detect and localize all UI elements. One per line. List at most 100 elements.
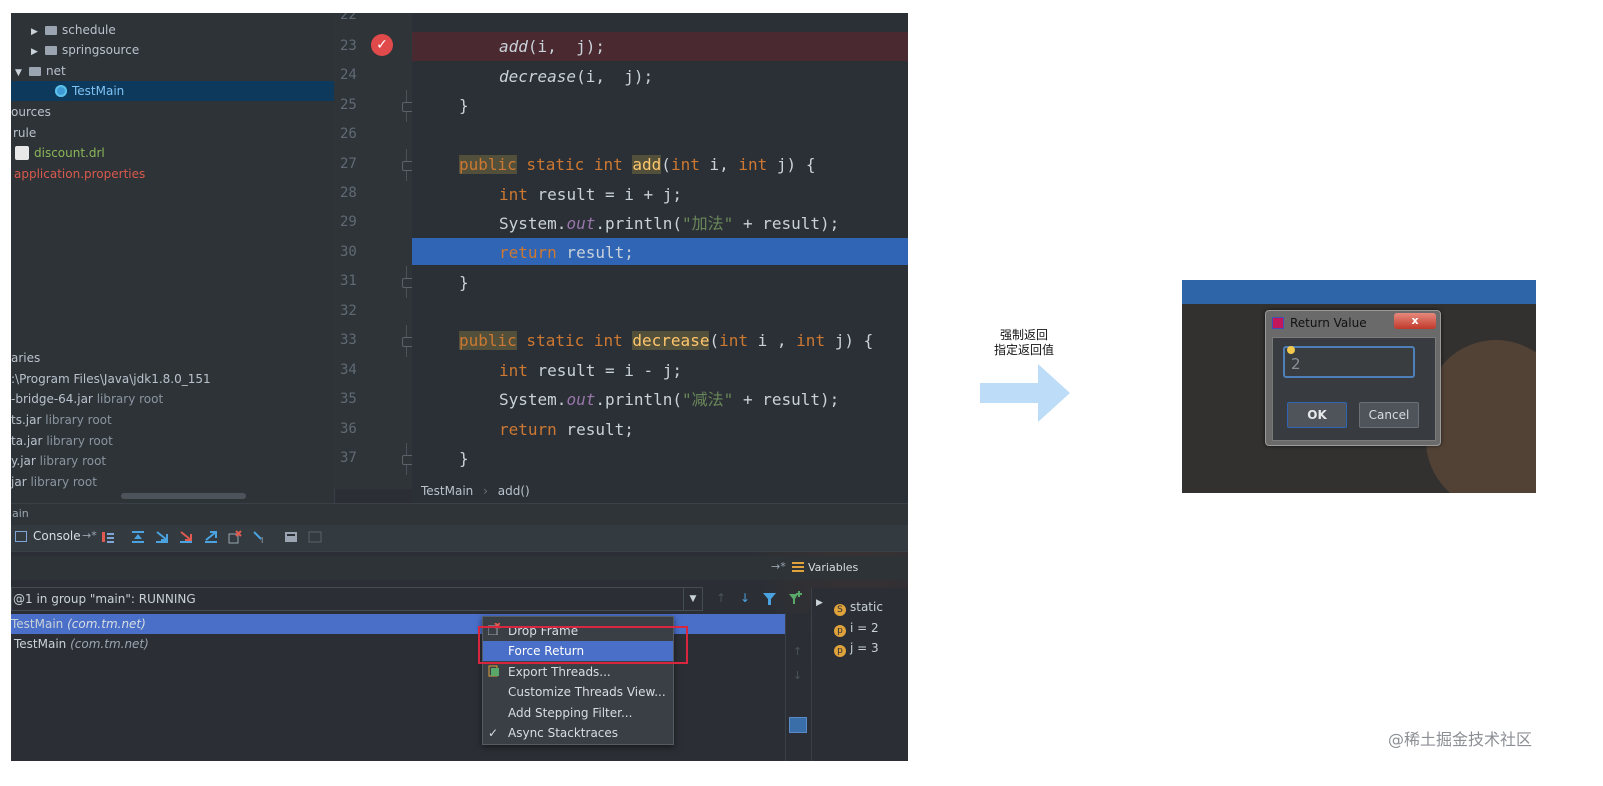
- export-icon: [488, 665, 499, 677]
- line-number: 30: [340, 244, 357, 260]
- close-button[interactable]: x: [1394, 313, 1436, 329]
- code-line-35: System.out.println("减法" + result);: [499, 390, 840, 409]
- chevron-right-icon[interactable]: ▶: [31, 27, 38, 37]
- static-icon: S: [834, 604, 846, 616]
- console-icon: [15, 531, 27, 542]
- parameter-icon: p: [834, 625, 846, 637]
- java-class-icon: [55, 85, 67, 97]
- folder-icon: [45, 26, 57, 35]
- line-number: 28: [340, 185, 357, 201]
- parameter-icon: p: [834, 645, 846, 657]
- breakpoint-icon[interactable]: ✓: [371, 34, 393, 56]
- ok-button[interactable]: OK: [1287, 402, 1347, 428]
- frames-side-toolbar: ↑ ↓: [785, 613, 810, 761]
- line-number: 35: [340, 391, 357, 407]
- tree-item-libraries[interactable]: aries: [11, 351, 41, 365]
- trace-icon[interactable]: [308, 530, 322, 544]
- return-value-screenshot: Return Value x 2 OK Cancel: [1182, 280, 1536, 493]
- chevron-down-icon[interactable]: ▼: [15, 68, 22, 78]
- restore-layout-icon[interactable]: [789, 717, 807, 733]
- pin-icon[interactable]: →*: [82, 529, 97, 542]
- chevron-right-icon[interactable]: ▶: [816, 598, 823, 608]
- line-number: 34: [340, 362, 357, 378]
- debug-header: ain: [11, 503, 908, 526]
- menu-item-force-return[interactable]: Force Return: [483, 641, 673, 661]
- code-line-23: add(i, j);: [499, 37, 605, 56]
- return-value-input[interactable]: 2: [1283, 346, 1415, 378]
- evaluate-expression-icon[interactable]: [284, 530, 298, 544]
- arrow-down-icon[interactable]: ↓: [793, 669, 803, 682]
- variables-icon: [792, 562, 804, 574]
- frame-row[interactable]: TestMain (com.tm.net): [14, 637, 149, 651]
- line-number: 25: [340, 97, 357, 113]
- tab-console[interactable]: Console: [33, 529, 81, 543]
- pin-icon[interactable]: →*: [771, 560, 786, 573]
- horizontal-scrollbar[interactable]: [121, 493, 246, 499]
- tree-item-net[interactable]: ▼net: [15, 61, 66, 81]
- tree-item-lib-ts[interactable]: ts.jar library root: [11, 413, 112, 427]
- dialog-title: Return Value: [1290, 316, 1367, 330]
- tree-item-jdk[interactable]: :\Program Files\Java\jdk1.8.0_151: [11, 372, 211, 386]
- run-to-cursor-icon[interactable]: I: [253, 530, 267, 544]
- debug-toolbar: Console →*: [11, 525, 908, 552]
- breadcrumb-separator-icon: ›: [483, 484, 488, 498]
- right-arrow-icon: [980, 364, 1070, 422]
- folder-icon: [29, 67, 41, 76]
- thread-selector[interactable]: @1 in group "main": RUNNING ▼: [11, 587, 703, 611]
- code-line-25: }: [459, 96, 469, 115]
- code-line-37: }: [459, 449, 469, 468]
- execution-line-highlight: [412, 238, 908, 265]
- step-out-icon[interactable]: [204, 530, 218, 544]
- chevron-right-icon[interactable]: ▶: [31, 47, 38, 57]
- menu-item-add-stepping-filter[interactable]: Add Stepping Filter...: [508, 706, 633, 720]
- filter-icon[interactable]: [763, 593, 776, 606]
- tree-item-testmain[interactable]: TestMain: [11, 81, 334, 101]
- tab-variables[interactable]: Variables: [808, 561, 859, 574]
- arrow-up-icon[interactable]: ↑: [716, 591, 727, 605]
- code-line-33: public static int decrease(int i , int j…: [459, 331, 874, 350]
- cancel-button[interactable]: Cancel: [1359, 402, 1419, 428]
- show-execution-point-icon[interactable]: [101, 530, 115, 544]
- frame-context-menu: Drop Frame Force Return Export Threads..…: [482, 616, 674, 745]
- arrow-up-icon[interactable]: ↑: [793, 645, 803, 658]
- chevron-down-icon[interactable]: ▼: [683, 588, 702, 610]
- ide-screenshot: ▶schedule ▶springsource ▼net TestMain ou…: [11, 13, 908, 761]
- project-tree: ▶schedule ▶springsource ▼net TestMain ou…: [11, 13, 335, 503]
- tree-item-schedule[interactable]: ▶schedule: [31, 20, 116, 40]
- step-over-icon[interactable]: [131, 530, 145, 544]
- check-icon: ✓: [488, 726, 499, 740]
- tree-item-lib-bridge[interactable]: -bridge-64.jar library root: [11, 392, 164, 406]
- code-line-24: decrease(i, j);: [499, 67, 654, 86]
- tree-item-discount-drl[interactable]: discount.drl: [15, 143, 105, 163]
- line-number: 23: [340, 38, 357, 54]
- svg-text:I: I: [261, 536, 263, 544]
- menu-item-async-stacktraces[interactable]: Async Stacktraces: [508, 726, 619, 740]
- tree-item-lib-ta[interactable]: ta.jar library root: [11, 434, 113, 448]
- drop-frame-toolbar-icon[interactable]: [228, 530, 242, 544]
- tree-item-application-properties[interactable]: application.properties: [14, 167, 146, 181]
- tree-item-rule[interactable]: rule: [13, 126, 37, 140]
- tree-item-lib-y[interactable]: y.jar library root: [11, 454, 107, 468]
- step-into-icon[interactable]: [155, 530, 169, 544]
- drools-file-icon: [15, 146, 29, 160]
- breadcrumb-class[interactable]: TestMain: [421, 484, 474, 498]
- menu-item-customize-threads-view[interactable]: Customize Threads View...: [508, 685, 666, 699]
- tree-item-resources[interactable]: ources: [11, 105, 51, 119]
- line-number: 29: [340, 214, 357, 230]
- breakpoint-line-highlight: [412, 32, 908, 61]
- add-filter-icon[interactable]: [789, 591, 803, 605]
- code-line-34: int result = i - j;: [499, 361, 683, 380]
- watermark: @稀土掘金技术社区: [1388, 730, 1533, 749]
- tree-item-springsource[interactable]: ▶springsource: [31, 40, 139, 60]
- tree-item-lib-jar[interactable]: jar library root: [11, 475, 97, 489]
- force-step-into-icon[interactable]: [179, 530, 193, 544]
- arrow-down-icon[interactable]: ↓: [740, 591, 751, 605]
- menu-item-export-threads[interactable]: Export Threads...: [508, 665, 611, 679]
- return-value-dialog: Return Value x 2 OK Cancel: [1265, 310, 1441, 446]
- line-number: 32: [340, 303, 357, 319]
- code-line-27: public static int add(int i, int j) {: [459, 155, 816, 174]
- breadcrumb-method[interactable]: add(): [497, 484, 530, 498]
